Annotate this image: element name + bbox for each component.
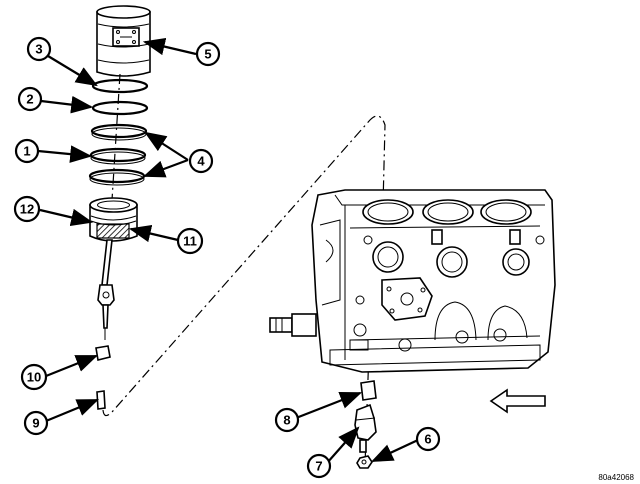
leader-4a (144, 131, 189, 161)
piston-ring-oil-lower (88, 168, 146, 186)
svg-text:1: 1 (23, 144, 30, 159)
svg-text:3: 3 (35, 42, 42, 57)
leader-1 (37, 145, 93, 163)
cylinder-bore-2 (422, 199, 474, 225)
callout-3: 3 (26, 36, 52, 62)
leader-5 (142, 37, 197, 56)
leader-6 (371, 439, 419, 462)
svg-text:5: 5 (204, 47, 211, 62)
cylinder-bore-1 (362, 199, 414, 225)
engine-block (269, 189, 556, 373)
bearing-cap (354, 403, 377, 453)
callout-5: 5 (195, 41, 221, 67)
leader-9 (45, 398, 100, 423)
bearing-insert (360, 380, 377, 401)
svg-text:9: 9 (32, 416, 39, 431)
direction-arrow-icon (489, 388, 546, 414)
svg-text:12: 12 (20, 202, 34, 217)
leader-3 (47, 55, 98, 87)
callout-8: 8 (274, 407, 300, 433)
piston-ring-oil-expander (89, 147, 147, 165)
piston-ring-oil-upper (90, 123, 148, 141)
cylinder-bore-3 (480, 199, 532, 225)
rod-bearing-upper (95, 345, 111, 361)
leader-11 (128, 224, 179, 243)
callout-9: 9 (23, 410, 49, 436)
installation-path (102, 115, 386, 417)
callout-11: 11 (176, 227, 204, 255)
svg-text:6: 6 (424, 432, 431, 447)
leader-10 (45, 354, 99, 378)
connecting-rod (97, 239, 115, 340)
piston-ring-second (91, 100, 149, 116)
svg-text:4: 4 (197, 154, 205, 169)
svg-text:8: 8 (283, 413, 290, 428)
svg-text:10: 10 (27, 370, 41, 385)
crankshaft-nose (269, 317, 293, 333)
leader-4b (142, 158, 189, 178)
ring-compressor-tool (96, 5, 151, 77)
callout-12: 12 (13, 195, 41, 223)
leader-8 (295, 391, 363, 420)
svg-text:11: 11 (183, 234, 197, 249)
rod-bearing-lower (96, 390, 106, 410)
callout-7: 7 (306, 453, 332, 479)
callout-1: 1 (14, 138, 40, 164)
leader-7 (326, 426, 360, 464)
leader-2 (40, 95, 94, 114)
svg-text:2: 2 (26, 92, 33, 107)
leader-12 (39, 208, 94, 227)
figure-reference-code: 80a42068 (598, 473, 634, 482)
callout-10: 10 (20, 363, 48, 391)
piston (89, 197, 138, 242)
callout-4: 4 (188, 148, 214, 174)
svg-text:7: 7 (315, 459, 322, 474)
callout-6: 6 (415, 426, 441, 452)
callout-2: 2 (17, 86, 43, 112)
cap-nut (356, 455, 373, 469)
